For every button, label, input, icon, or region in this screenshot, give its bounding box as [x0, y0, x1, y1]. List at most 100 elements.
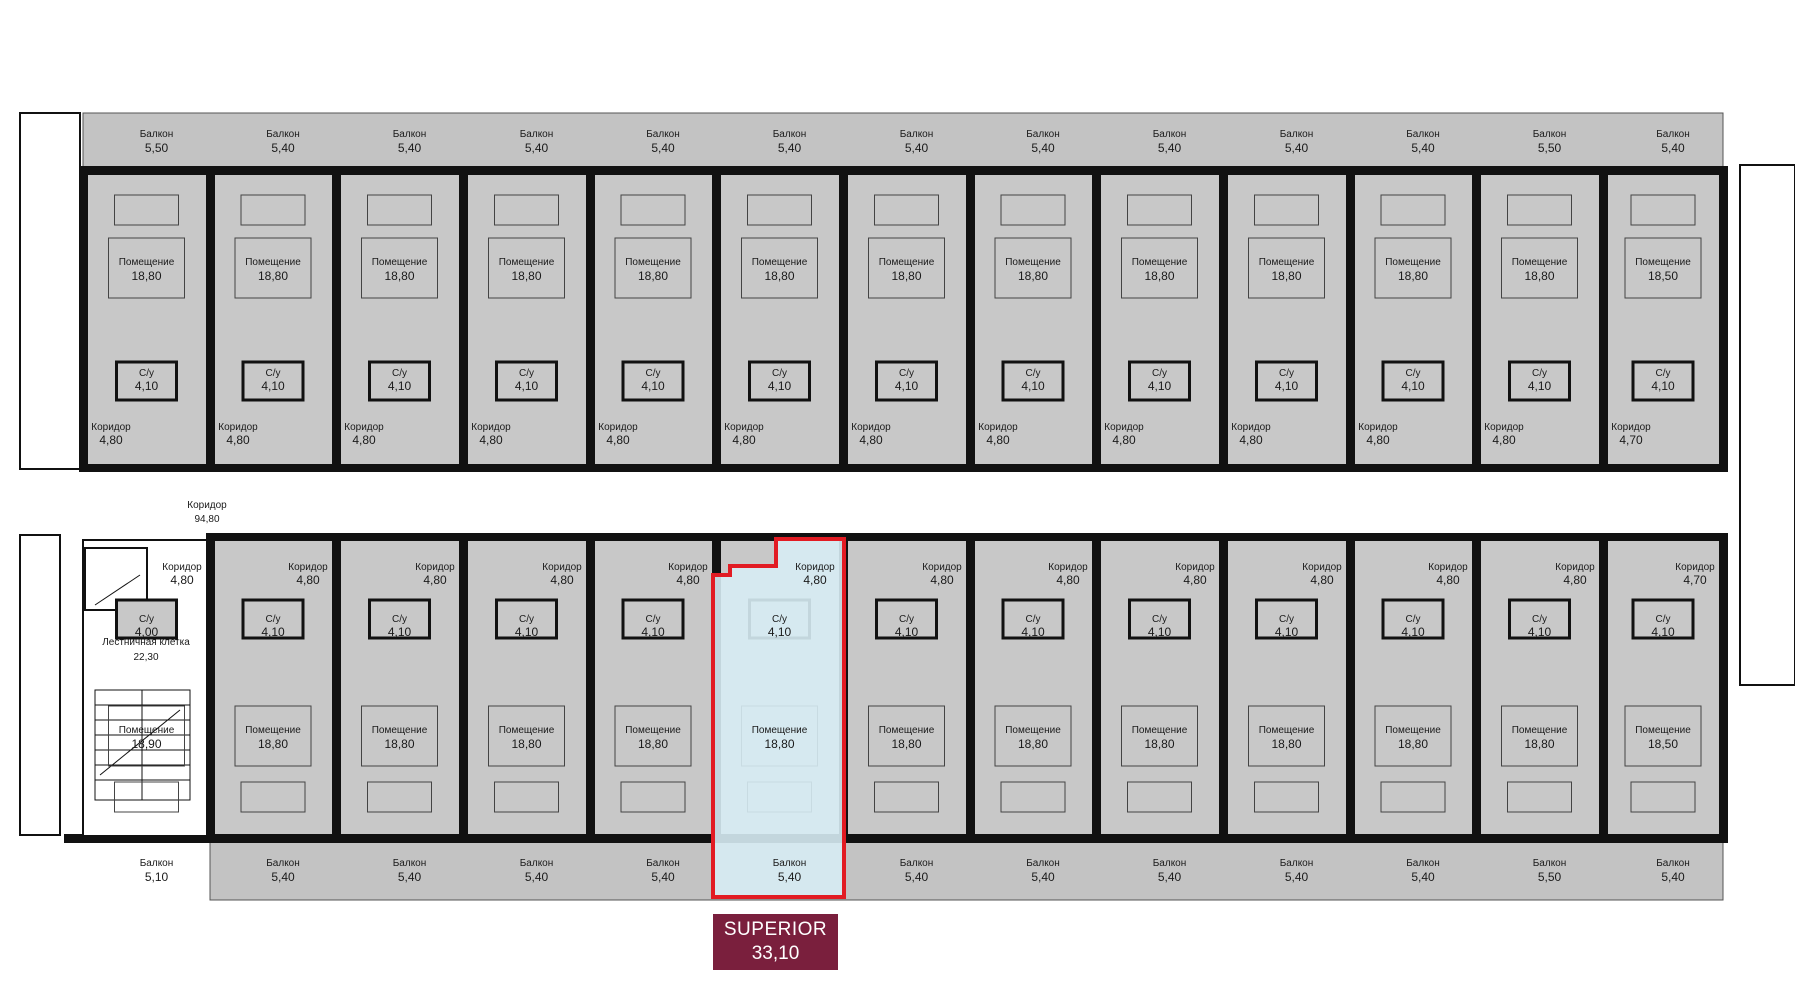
bed-icon: [488, 237, 565, 299]
unit-corridor-label: Коридор: [218, 422, 258, 433]
balcony-area: 5,40: [905, 870, 929, 884]
balcony-area: 5,40: [398, 870, 422, 884]
bath-area: 4,10: [261, 379, 285, 393]
bath-area: 4,10: [515, 625, 539, 639]
unit-corridor-label: Коридор: [1484, 422, 1524, 433]
balcony-area: 5,40: [1411, 141, 1435, 155]
bath-label: С/у: [1152, 614, 1167, 625]
balcony-label: Балкон: [520, 129, 554, 140]
balcony-label: Балкон: [1533, 129, 1567, 140]
unit-type-area: 33,10: [751, 943, 800, 964]
room-area: 18,80: [1524, 737, 1554, 751]
sofa-icon: [1507, 781, 1572, 813]
room-label: Помещение: [1005, 257, 1061, 268]
bath-label: С/у: [646, 614, 661, 625]
balcony-area: 5,40: [778, 141, 802, 155]
bed-icon: [1374, 237, 1452, 299]
balcony-label: Балкон: [900, 858, 934, 869]
room-label: Помещение: [499, 725, 555, 736]
bed-icon: [1248, 237, 1325, 299]
bathroom-block: [621, 598, 685, 640]
bottom-partition-wall: [332, 533, 341, 843]
bath-area: 4,10: [641, 379, 665, 393]
unit-corridor-label: Коридор: [1358, 422, 1398, 433]
bath-label: С/у: [1279, 368, 1294, 379]
top-partition-wall: [1472, 166, 1481, 472]
balcony-label: Балкон: [1026, 858, 1060, 869]
balcony-label: Балкон: [1656, 858, 1690, 869]
bottom-partition-wall: [1599, 533, 1608, 843]
balcony-label: Балкон: [266, 858, 300, 869]
room-area: 18,80: [1271, 737, 1301, 751]
bath-area: 4,10: [1148, 625, 1172, 639]
bottom-partition-wall: [1719, 533, 1728, 843]
room-label: Помещение: [119, 257, 175, 268]
sofa-icon: [747, 194, 812, 226]
unit-corridor-label: Коридор: [1611, 422, 1651, 433]
sofa-icon: [1630, 781, 1696, 813]
bath-label: С/у: [646, 368, 661, 379]
stairwell-label: Лестничная клетка: [102, 637, 190, 648]
room-label: Помещение: [752, 257, 808, 268]
unit-corridor-label: Коридор: [1104, 422, 1144, 433]
room-area: 18,80: [638, 269, 668, 283]
top-partition-wall: [206, 166, 215, 472]
unit-corridor-label: Коридор: [162, 562, 202, 573]
room-area: 18,80: [384, 737, 414, 751]
balcony-label: Балкон: [140, 858, 174, 869]
bath-area: 4,10: [1021, 379, 1045, 393]
room-label: Помещение: [1385, 257, 1441, 268]
sofa-icon: [1127, 194, 1192, 226]
bottom-partition-wall: [1219, 533, 1228, 843]
room-label: Помещение: [245, 725, 301, 736]
bed-icon: [614, 237, 692, 299]
sofa-icon: [874, 781, 939, 813]
sofa-icon: [1507, 194, 1572, 226]
top-partition-wall: [1219, 166, 1228, 472]
bed-icon: [361, 705, 438, 767]
elevator-cross: [94, 574, 141, 606]
top-partition-wall: [1092, 166, 1101, 472]
bathroom-block: [1255, 360, 1318, 402]
bath-label: С/у: [1026, 368, 1041, 379]
room-label: Помещение: [1259, 257, 1315, 268]
top-partition-wall: [459, 166, 468, 472]
bed-icon: [108, 237, 185, 299]
balcony-area: 5,40: [398, 141, 422, 155]
bath-label: С/у: [1656, 368, 1671, 379]
sofa-icon: [494, 781, 559, 813]
bath-area: 4,10: [1275, 379, 1299, 393]
balcony-label: Балкон: [1153, 858, 1187, 869]
sofa-icon: [1254, 194, 1319, 226]
bathroom-block: [875, 598, 938, 640]
bed-icon: [1121, 237, 1198, 299]
bed-icon: [1248, 705, 1325, 767]
bath-label: С/у: [519, 614, 534, 625]
room-label: Помещение: [372, 725, 428, 736]
top-balcony-strip: [82, 112, 1724, 174]
bath-area: 4,10: [1401, 625, 1425, 639]
bath-label: С/у: [1532, 614, 1547, 625]
main-corridor-label: Коридор: [187, 500, 227, 511]
bath-area: 4,10: [1148, 379, 1172, 393]
bathroom-block: [1255, 598, 1318, 640]
unit-corridor-area: 4,80: [550, 573, 574, 587]
balcony-label: Балкон: [1406, 129, 1440, 140]
unit-corridor-area: 4,80: [1239, 433, 1263, 447]
bed-icon: [1374, 705, 1452, 767]
sofa-icon: [620, 194, 686, 226]
bed-icon: [234, 237, 312, 299]
room-area: 18,80: [1524, 269, 1554, 283]
balcony-area: 5,40: [271, 870, 295, 884]
unit-corridor-label: Коридор: [1675, 562, 1715, 573]
bottom-partition-wall: [206, 533, 215, 843]
unit-corridor-label: Коридор: [922, 562, 962, 573]
sofa-icon: [240, 781, 306, 813]
unit-corridor-area: 4,80: [352, 433, 376, 447]
unit-corridor-area: 4,80: [732, 433, 756, 447]
highlighted-unit[interactable]: [711, 537, 846, 899]
unit-corridor-label: Коридор: [471, 422, 511, 433]
unit-corridor-area: 4,80: [1366, 433, 1390, 447]
bed-icon: [1624, 237, 1702, 299]
unit-corridor-area: 4,80: [859, 433, 883, 447]
